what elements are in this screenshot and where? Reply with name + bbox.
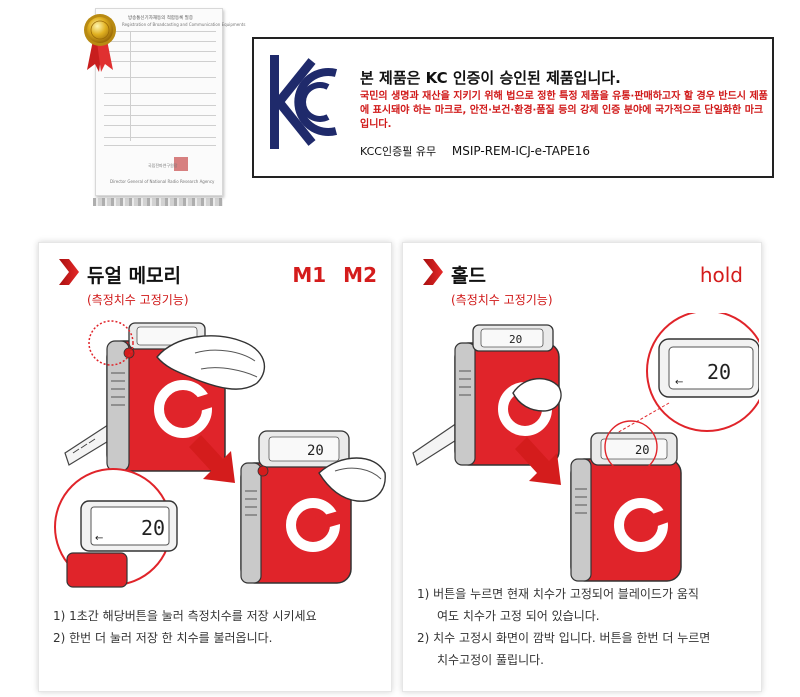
memory-tag: M1 M2 <box>292 263 377 287</box>
chevron-right-icon <box>59 259 79 285</box>
arrow-down-icon <box>515 437 561 485</box>
panel-title: 홀드 <box>451 265 486 287</box>
kc-mark-logo: KC <box>270 55 338 149</box>
hold-illustration: 20 20 20 ← <box>412 313 759 582</box>
arrow-down-icon <box>189 435 235 483</box>
note-line: 여도 치수가 고정 되어 있습니다. <box>437 609 600 623</box>
panel-subtitle: (측정치수 고정기능) <box>451 293 553 307</box>
hold-display-value: 20 <box>707 360 731 384</box>
kc-cert-line: KCC인증필 유무 MSIP-REM-ICJ-e-TAPE16 <box>360 143 590 159</box>
note-line: 치수고정이 풀립니다. <box>437 653 544 667</box>
memory-display-value: 20 <box>141 516 165 540</box>
panel-title: 듀얼 메모리 <box>87 265 182 287</box>
note-line: 1) 1초간 해당버튼을 눌러 측정치수를 저장 시키세요 <box>53 609 317 623</box>
svg-text:20: 20 <box>307 443 324 459</box>
certificate-footer <box>93 198 223 206</box>
kc-cert-label: KCC인증필 유무 <box>360 145 437 158</box>
certificate-issuer-en: Director General of National Radio Resea… <box>110 179 215 184</box>
certificate-paper: 방송통신기자재등의 적합등록 필증 Registration of Broadc… <box>95 8 245 196</box>
note-line: 1) 버튼을 누르면 현재 치수가 고정되어 블레이드가 움직 <box>417 587 699 601</box>
svg-text:20: 20 <box>509 333 522 346</box>
dual-memory-illustration: 20 20 ← <box>54 320 386 588</box>
svg-text:←: ← <box>675 377 683 388</box>
note-line: 2) 치수 고정시 화면이 깜박 입니다. 버튼을 한번 더 누르면 <box>417 631 711 645</box>
chevron-right-icon <box>423 259 443 285</box>
panel-subtitle: (측정치수 고정기능) <box>87 293 189 307</box>
hold-panel: 홀드 (측정치수 고정기능) hold 20 20 20 ← <box>402 242 762 692</box>
note-line: 2) 한번 더 눌러 저장 한 치수를 불러옵니다. <box>53 631 273 645</box>
hold-notes: 1) 버튼을 누르면 현재 치수가 고정되어 블레이드가 움직 여도 치수가 고… <box>417 583 710 671</box>
kc-cert-number: MSIP-REM-ICJ-e-TAPE16 <box>451 144 590 158</box>
svg-text:←: ← <box>95 533 103 544</box>
certificate-heading: 방송통신기자재등의 적합등록 필증 <box>128 16 193 21</box>
dual-memory-notes: 1) 1초간 해당버튼을 눌러 측정치수를 저장 시키세요 2) 한번 더 눌러… <box>53 605 317 649</box>
dual-memory-panel: 듀얼 메모리 (측정치수 고정기능) M1 M2 20 <box>38 242 392 692</box>
kc-notice-box: KC 본 제품은 KC 인증이 승인된 제품입니다. 국민의 생명과 재산을 지… <box>252 37 774 178</box>
svg-text:20: 20 <box>635 443 649 457</box>
hold-tag: hold <box>699 263 743 287</box>
certificate-stamp <box>174 157 188 171</box>
kc-notice-description: 국민의 생명과 재산을 지키기 위해 법으로 정한 특정 제품을 유통·판매하고… <box>360 91 768 130</box>
certificate-image: 방송통신기자재등의 적합등록 필증 Registration of Broadc… <box>83 8 245 208</box>
certificate-issuer: 국립전파연구원장 <box>148 163 178 168</box>
gold-seal-icon <box>84 14 116 72</box>
certificate-subheading: Registration of Broadcasting and Communi… <box>122 22 246 27</box>
kc-notice-title: 본 제품은 KC 인증이 승인된 제품입니다. <box>360 69 621 87</box>
